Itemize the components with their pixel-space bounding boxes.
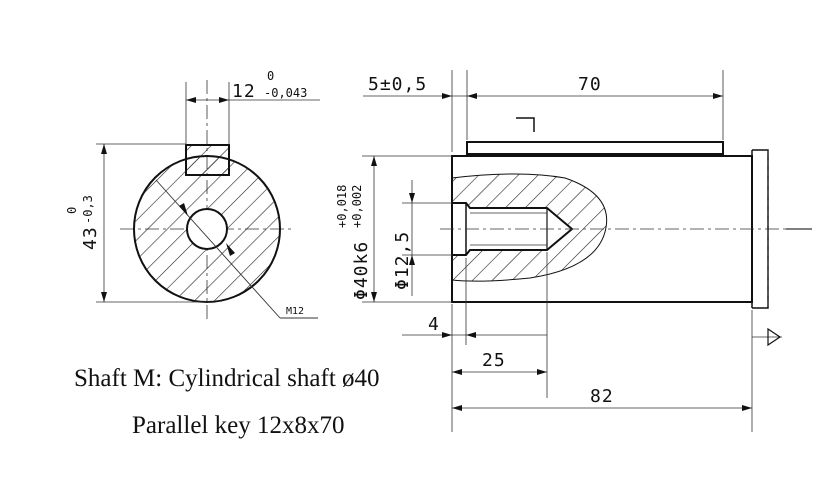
cross-section-view: 12 0 -0,043 43 0 -0,3 M12	[65, 69, 320, 322]
thread-depth-dim: 25	[482, 350, 506, 371]
side-key	[466, 141, 724, 155]
key-height-tol-upper: 0	[65, 207, 79, 214]
key-height-dim: 43	[80, 226, 101, 250]
side-view: 5±0,5 70 Φ40k6 +0,018 +0,002 Φ12,5 4	[335, 70, 812, 432]
key-width-dim: 12	[232, 81, 256, 102]
shaft-tol-lower: +0,002	[350, 185, 364, 228]
key-height-tol-lower: -0,3	[81, 195, 95, 224]
caption-line-1: Shaft M: Cylindrical shaft ø40	[74, 365, 380, 392]
offset-dim: 5±0,5	[368, 74, 427, 95]
datum-triangle	[767, 327, 782, 347]
side-tapped-hole	[451, 202, 574, 256]
key-width-tol-lower: -0,043	[264, 86, 307, 100]
total-length-dim: 82	[590, 386, 614, 407]
key-width-tol-upper: 0	[267, 69, 274, 83]
shaft-diameter-dim: Φ40k6	[351, 241, 372, 300]
chamfer-dim: 4	[428, 314, 440, 335]
key-length-dim: 70	[578, 74, 602, 95]
shaft-tol-upper: +0,018	[335, 185, 349, 228]
key	[185, 144, 230, 176]
surface-mark	[516, 117, 535, 132]
bore-diameter-dim: Φ12,5	[392, 231, 413, 290]
thread-label: M12	[286, 306, 304, 317]
caption-line-2: Parallel key 12x8x70	[132, 412, 345, 439]
tapped-hole	[186, 208, 228, 250]
